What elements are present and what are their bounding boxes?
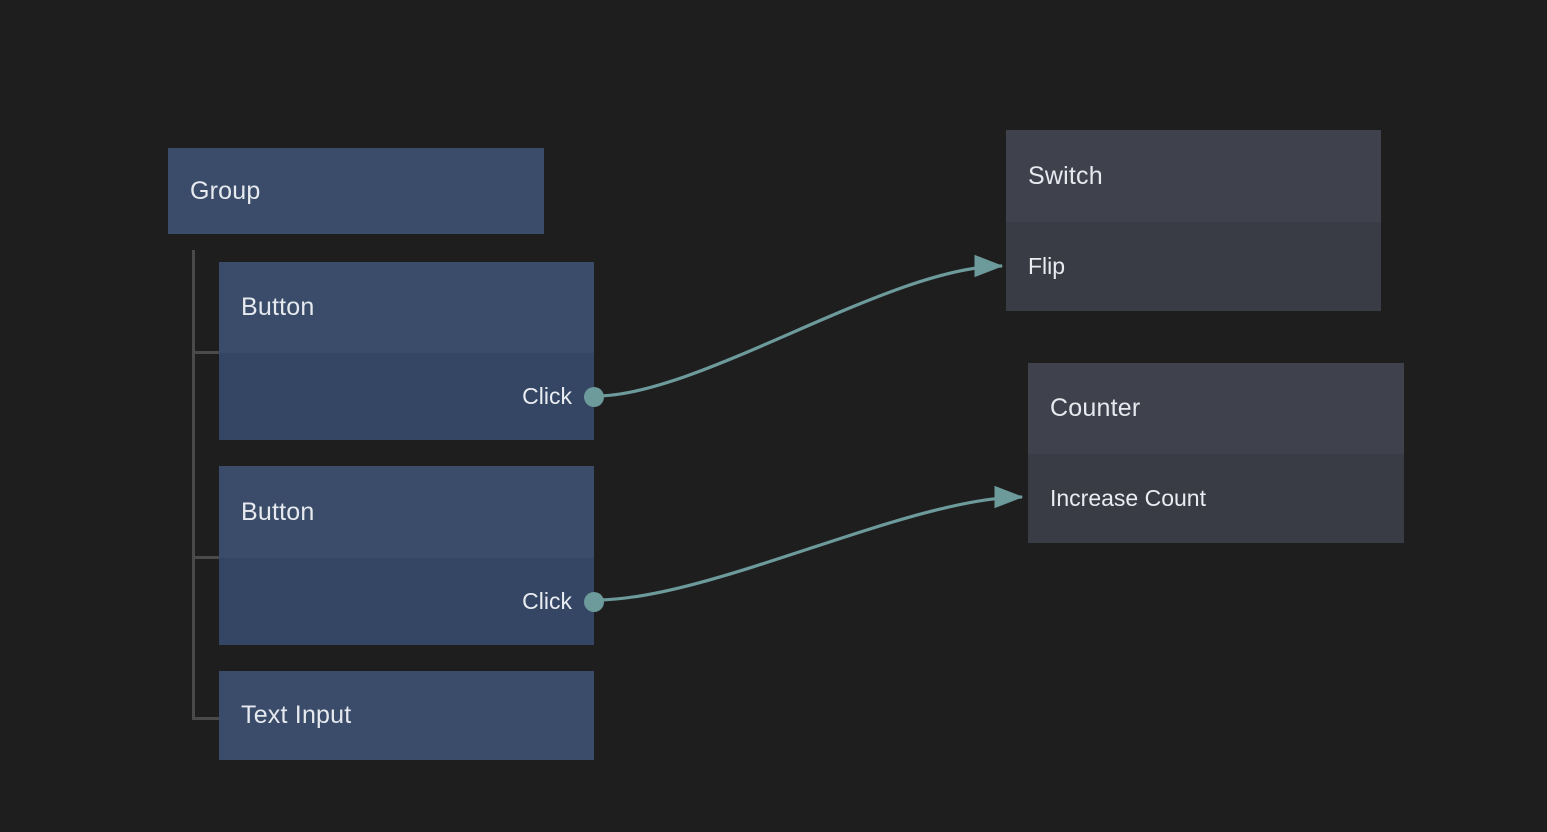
node-button-1-body: Click [219,353,604,440]
edge-click-increase[interactable] [595,485,1024,602]
port-label-click-1: Click [522,383,572,409]
tree-stub-button-1 [192,351,219,354]
node-button-1-header[interactable]: Button [219,262,594,353]
node-counter[interactable]: Counter Increase Count [1028,363,1404,543]
node-counter-title: Counter [1050,394,1141,422]
node-button-1[interactable]: Button Click [219,262,604,440]
node-counter-header[interactable]: Counter [1028,363,1404,454]
port-row-click-out-2[interactable]: Click [219,558,604,645]
port-row-increase-count-in[interactable]: Increase Count [1028,454,1404,543]
port-label-flip: Flip [1028,253,1066,279]
port-label-increase-count: Increase Count [1050,485,1206,511]
edge-click-flip[interactable] [595,254,1004,398]
node-text-input-header[interactable]: Text Input [219,671,594,760]
tree-stub-button-2 [192,556,219,559]
node-switch-body: Flip [1006,222,1381,311]
node-switch[interactable]: Switch Flip [1006,130,1381,311]
node-button-2-body: Click [219,558,604,645]
node-text-input-title: Text Input [241,701,352,729]
node-switch-title: Switch [1028,161,1103,190]
port-dot-click-out-1[interactable] [584,386,604,407]
tree-stub-text-input [192,717,219,720]
port-row-flip-in[interactable]: Flip [1006,222,1381,311]
node-button-2-header[interactable]: Button [219,466,594,558]
node-group[interactable]: Group [168,148,544,234]
node-button-2-title: Button [241,497,315,526]
node-button-2[interactable]: Button Click [219,466,604,645]
port-row-click-out-1[interactable]: Click [219,353,604,440]
node-group-title: Group [190,176,261,205]
tree-vertical-line [192,250,195,720]
node-button-1-title: Button [241,293,315,321]
port-dot-click-out-2[interactable] [584,591,604,612]
node-switch-header[interactable]: Switch [1006,130,1381,222]
node-text-input[interactable]: Text Input [219,671,594,760]
node-group-header[interactable]: Group [168,148,544,234]
node-counter-body: Increase Count [1028,454,1404,543]
port-label-click-2: Click [522,588,572,614]
